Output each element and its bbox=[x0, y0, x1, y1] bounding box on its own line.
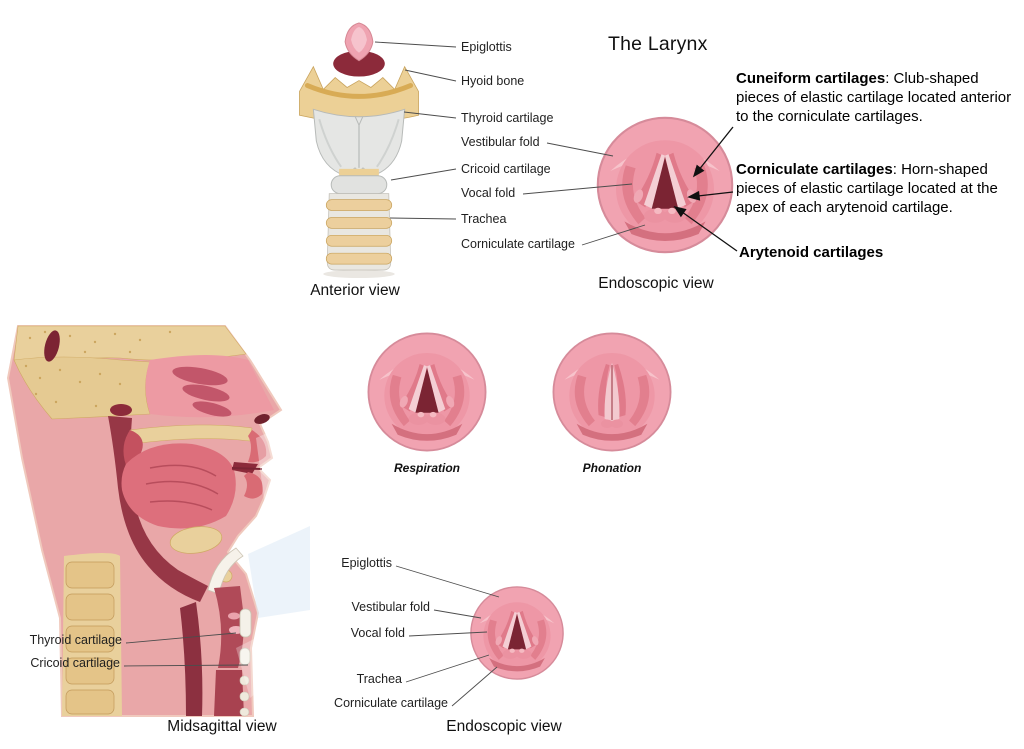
annotation-corniculate: Corniculate cartilages: Horn-shaped piec… bbox=[736, 160, 1014, 217]
annotation-corniculate-term: Corniculate cartilages bbox=[736, 161, 893, 178]
label-bottom-corniculate-cartilage: Corniculate cartilage bbox=[334, 696, 448, 710]
respiration-caption: Respiration bbox=[393, 461, 461, 475]
label-corniculate-cartilage: Corniculate cartilage bbox=[461, 237, 575, 251]
bone-speckles bbox=[24, 330, 172, 408]
endoscopic-view-bottom-caption: Endoscopic view bbox=[446, 718, 562, 735]
label-bottom-vestibular-fold: Vestibular fold bbox=[351, 600, 430, 614]
label-midsagittal-cricoid-cartilage: Cricoid cartilage bbox=[30, 656, 120, 670]
phonation-caption: Phonation bbox=[582, 461, 642, 475]
midsagittal-view-caption: Midsagittal view bbox=[167, 718, 277, 735]
anterior-view-illustration bbox=[299, 22, 419, 278]
respiration-view-illustration bbox=[366, 331, 488, 453]
label-bottom-vocal-fold: Vocal fold bbox=[350, 626, 405, 640]
endoscopic-view-top-illustration bbox=[595, 115, 735, 255]
endoscopic-view-top-caption: Endoscopic view bbox=[598, 275, 714, 292]
midsagittal-view-illustration bbox=[6, 325, 310, 717]
annotation-arytenoid-term: Arytenoid cartilages bbox=[739, 244, 884, 261]
label-thyroid-cartilage: Thyroid cartilage bbox=[461, 111, 554, 125]
page-title: The Larynx bbox=[608, 33, 708, 55]
label-bottom-epiglottis: Epiglottis bbox=[341, 556, 392, 570]
annotation-corniculate-desc: : Horn-shaped pieces of elastic cartilag… bbox=[736, 161, 998, 216]
label-hyoid-bone: Hyoid bone bbox=[461, 74, 525, 88]
anterior-view-caption: Anterior view bbox=[310, 282, 400, 299]
label-bottom-trachea: Trachea bbox=[356, 672, 402, 686]
label-cricoid-cartilage: Cricoid cartilage bbox=[461, 162, 551, 176]
endoscopic-view-bottom-illustration bbox=[469, 585, 565, 681]
label-midsagittal-thyroid-cartilage: Thyroid cartilage bbox=[29, 633, 122, 647]
label-epiglottis: Epiglottis bbox=[461, 40, 512, 54]
annotation-cuneiform-term: Cuneiform cartilages bbox=[736, 70, 886, 87]
label-vocal-fold: Vocal fold bbox=[461, 186, 516, 200]
label-trachea: Trachea bbox=[461, 212, 507, 226]
label-vestibular-fold: Vestibular fold bbox=[461, 135, 540, 149]
annotation-arytenoid: Arytenoid cartilages bbox=[739, 243, 883, 262]
phonation-view-illustration bbox=[551, 331, 673, 453]
annotation-cuneiform-desc: : Club-shaped pieces of elastic cartilag… bbox=[736, 70, 1012, 125]
annotation-cuneiform: Cuneiform cartilages: Club-shaped pieces… bbox=[736, 69, 1012, 126]
